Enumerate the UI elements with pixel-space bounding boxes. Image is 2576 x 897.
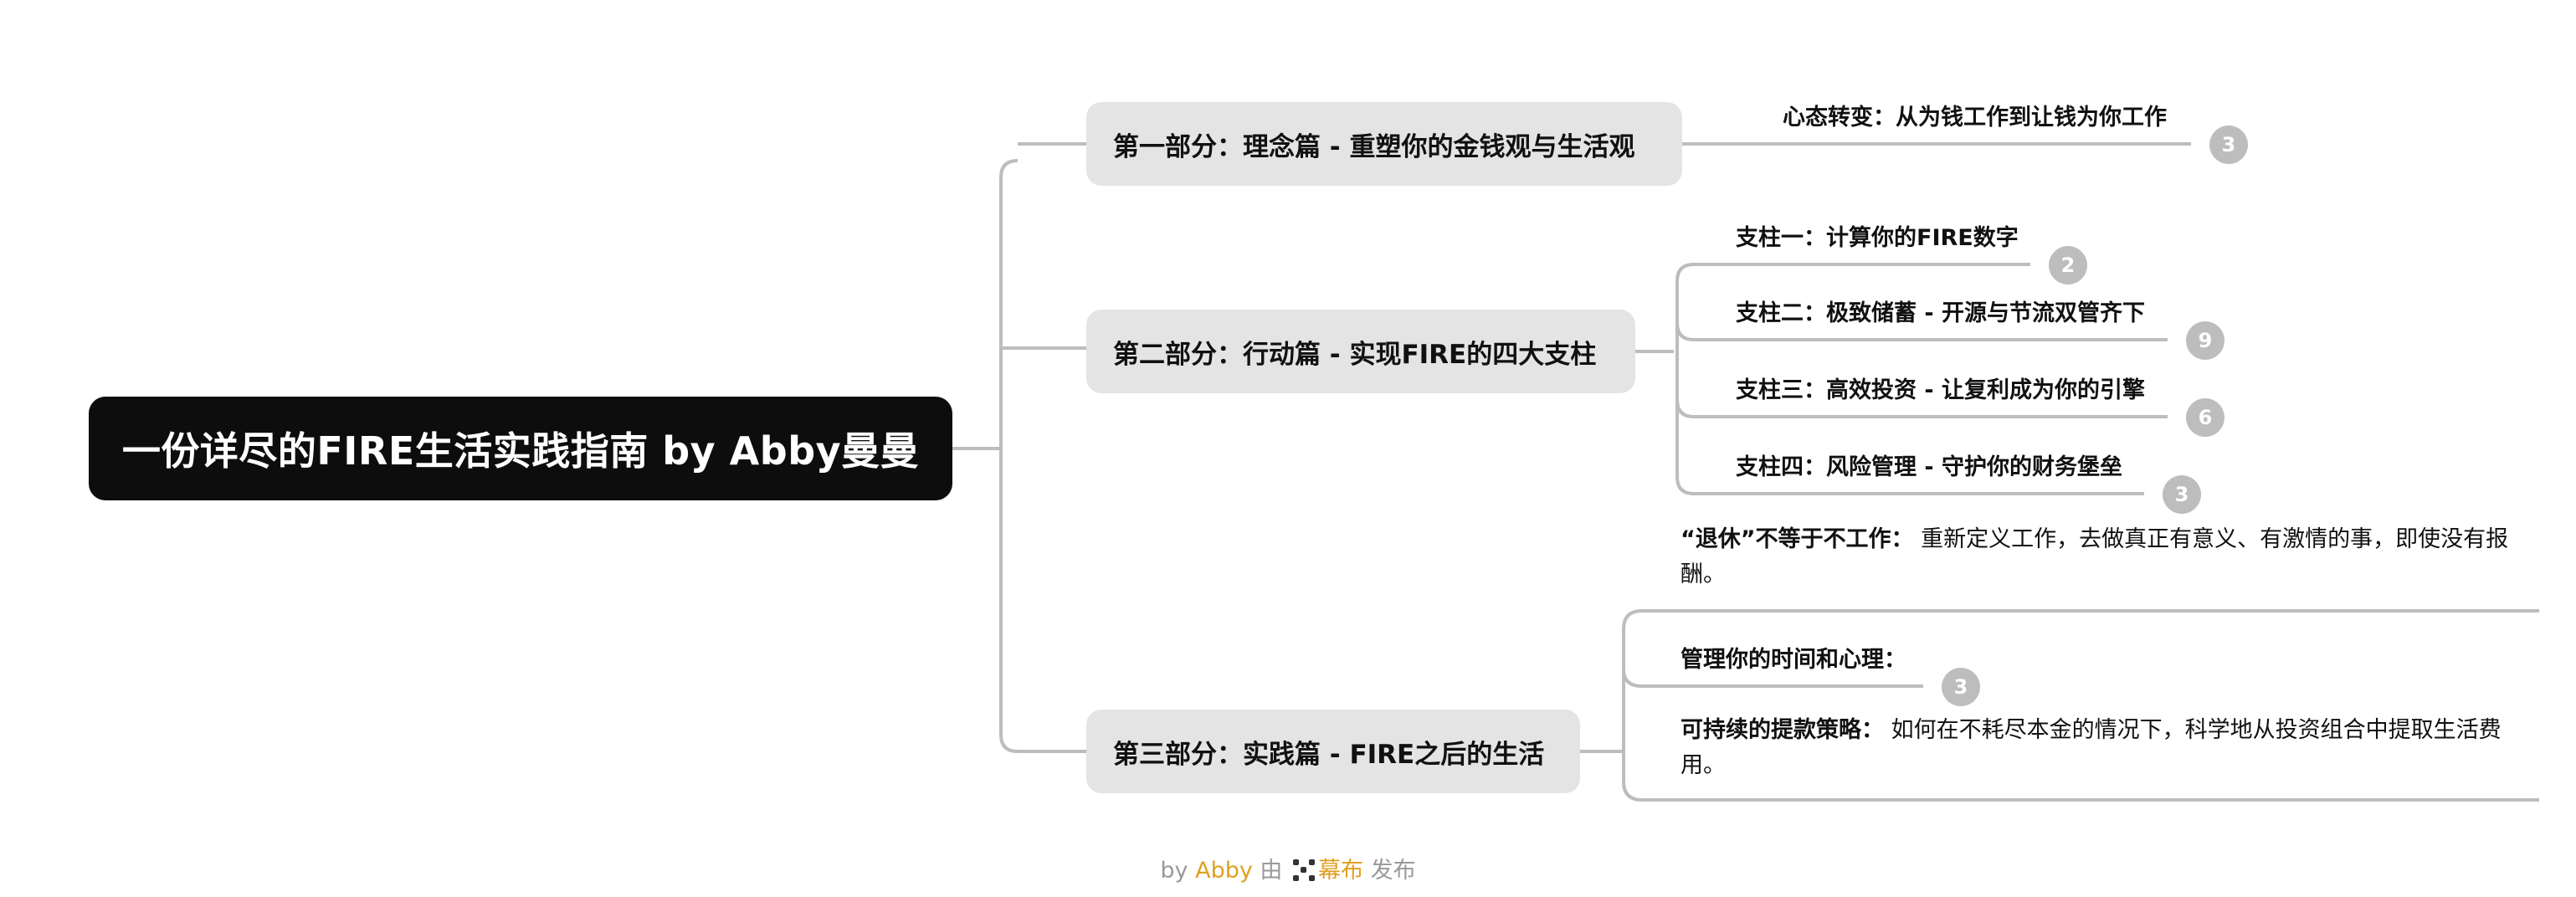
part-1-child-mindset[interactable]: 心态转变：从为钱工作到让钱为你工作 [1783,105,2167,131]
connector-pillar2 [1675,322,2168,341]
retire-note-text: 重新定义工作，去做真正有意义、有激情的事，即使没有报酬。 [1681,526,2509,587]
connector-part2-spine [1675,263,1695,495]
connector-part3-spine [1622,609,1643,802]
footer-via: 由 [1260,858,1283,884]
pillar-4[interactable]: 支柱四：风险管理 - 守护你的财务堡垒 [1736,454,2123,480]
footer-by: by [1160,858,1188,884]
retire-note[interactable]: “退休”不等于不工作： 重新定义工作，去做真正有意义、有激情的事，即使没有报酬。 [1681,522,2526,592]
retire-note-lead: “退休”不等于不工作： [1681,526,1914,552]
count-badge[interactable]: 2 [2049,246,2087,284]
mubu-logo-icon [1293,859,1316,881]
footer-author[interactable]: Abby [1195,858,1253,884]
connector-trunk [999,159,1019,753]
pillar-3[interactable]: 支柱三：高效投资 - 让复利成为你的引擎 [1736,377,2146,403]
footer-brand[interactable]: 幕布 [1318,858,1364,884]
count-badge[interactable]: 3 [2209,126,2248,164]
connector-time [1622,669,1923,688]
footer-action: 发布 [1370,858,1416,884]
part-3-node[interactable]: 第三部分：实践篇 - FIRE之后的生活 [1086,710,1580,793]
count-badge[interactable]: 3 [2163,475,2201,514]
part-1-node[interactable]: 第一部分：理念篇 - 重塑你的金钱观与生活观 [1086,102,1682,186]
footer-credit: by Abby 由 幕布 发布 [0,852,2576,884]
pillar-1[interactable]: 支柱一：计算你的FIRE数字 [1736,225,2019,251]
withdraw-note-text: 如何在不耗尽本金的情况下，科学地从投资组合中提取生活费用。 [1681,717,2502,778]
count-badge[interactable]: 6 [2186,398,2224,437]
withdraw-note[interactable]: 可持续的提款策略： 如何在不耗尽本金的情况下，科学地从投资组合中提取生活费用。 [1681,713,2526,783]
withdraw-note-lead: 可持续的提款策略： [1681,717,1884,743]
root-node[interactable]: 一份详尽的FIRE生活实践指南 by Abby曼曼 [89,397,952,500]
pillar-2[interactable]: 支柱二：极致储蓄 - 开源与节流双管齐下 [1736,300,2146,326]
connector-pillar3 [1675,399,2168,418]
count-badge[interactable]: 9 [2186,321,2224,360]
time-mind-node[interactable]: 管理你的时间和心理： [1681,647,1906,673]
part-2-node[interactable]: 第二部分：行动篇 - 实现FIRE的四大支柱 [1086,310,1635,393]
count-badge[interactable]: 3 [1942,668,1980,706]
